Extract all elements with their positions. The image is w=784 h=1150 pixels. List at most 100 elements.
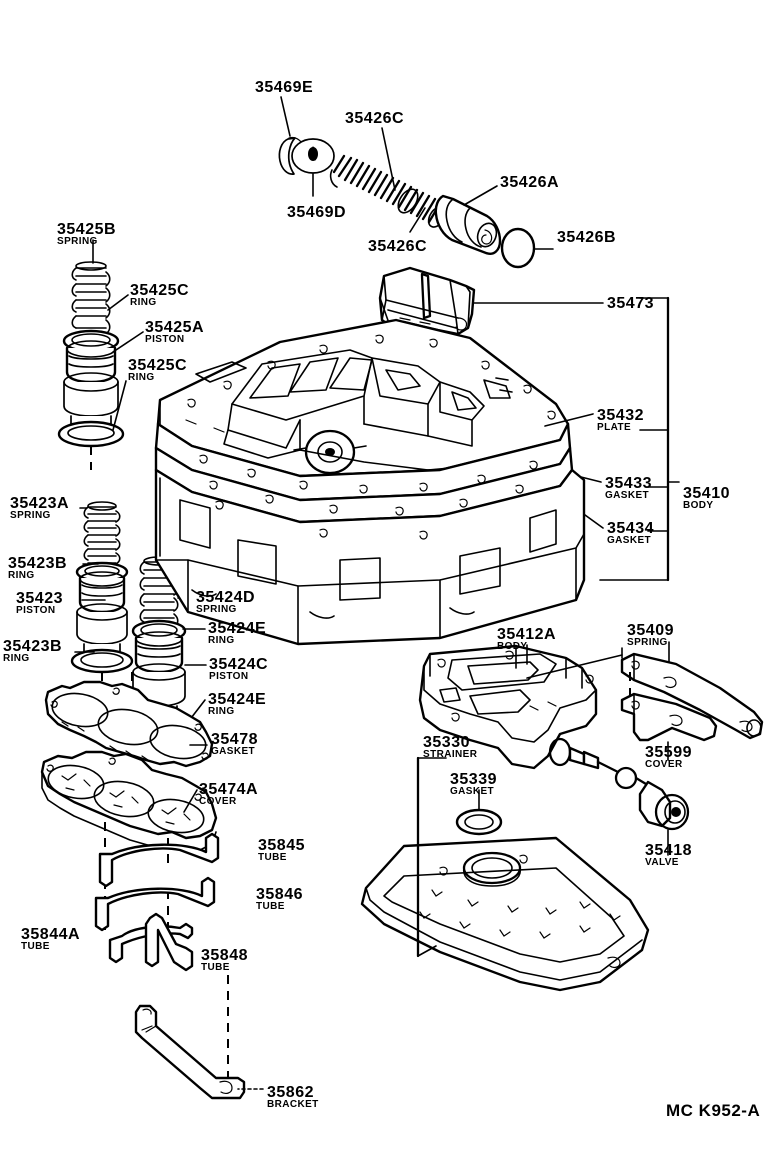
bracket-35330-bottom xyxy=(417,945,437,957)
label-35424C-sub: PISTON xyxy=(209,671,249,682)
label-35424E-upper: 35424E RING xyxy=(208,621,266,646)
label-35423-sub: PISTON xyxy=(16,605,56,616)
label-35424E-lower: 35424E RING xyxy=(208,692,266,717)
label-35848: 35848 TUBE xyxy=(201,948,248,973)
label-35424E-lower-number: 35424E xyxy=(208,691,267,708)
label-35424C-number: 35424C xyxy=(209,656,269,673)
label-35426C-bottom-number: 35426C xyxy=(368,238,428,255)
part-35425C-ring-lower xyxy=(57,420,125,448)
leader-35426A xyxy=(463,185,498,206)
label-35846-number: 35846 xyxy=(256,886,303,903)
part-35425B-spring xyxy=(71,261,111,337)
label-35425A-number: 35425A xyxy=(145,319,205,336)
label-35426C-top-number: 35426C xyxy=(345,110,405,127)
label-35339: 35339 GASKET xyxy=(450,772,497,797)
label-35478-number: 35478 xyxy=(211,731,258,748)
part-35425A-piston xyxy=(63,340,119,432)
label-35473-number: 35473 xyxy=(607,295,654,312)
part-35426A-valve xyxy=(434,194,502,255)
label-35434: 35434 GASKET xyxy=(607,521,654,546)
label-35862-sub: BRACKET xyxy=(267,1099,319,1110)
leader-35432 xyxy=(544,413,594,427)
label-35426C-bottom: 35426C xyxy=(368,239,427,255)
label-35473: 35473 xyxy=(607,296,654,312)
leader-35474A xyxy=(183,789,198,813)
label-35423B-lower-sub: RING xyxy=(3,653,30,664)
label-35424C: 35424C PISTON xyxy=(209,657,268,682)
label-35409: 35409 SPRING xyxy=(627,623,674,648)
label-35845-number: 35845 xyxy=(258,837,305,854)
part-35423-piston xyxy=(76,571,128,660)
label-35469E: 35469E xyxy=(255,80,313,96)
label-35423B-lower: 35423B RING xyxy=(3,639,62,664)
part-35409-spring xyxy=(620,652,764,740)
label-35844A-number: 35844A xyxy=(21,926,81,943)
part-35845-tube xyxy=(98,832,220,888)
label-35426A-number: 35426A xyxy=(500,174,560,191)
label-35848-sub: TUBE xyxy=(201,962,230,973)
label-35425A-sub: PISTON xyxy=(145,334,185,345)
label-35434-sub: GASKET xyxy=(607,535,652,546)
label-35469E-number: 35469E xyxy=(255,79,314,96)
label-35410: 35410 BODY xyxy=(683,486,730,511)
part-35473-bracket xyxy=(378,266,476,336)
label-35424D-number: 35424D xyxy=(196,589,256,606)
label-35845: 35845 TUBE xyxy=(258,838,305,863)
label-35424E-upper-sub: RING xyxy=(208,635,235,646)
label-35412A-sub: BODY xyxy=(497,641,528,652)
part-35599-cover xyxy=(620,692,718,742)
leader-35469E xyxy=(280,96,291,137)
diagram-watermark: MC K952-A xyxy=(666,1101,761,1120)
label-35424D: 35424D SPRING xyxy=(196,590,255,615)
part-35862-bracket xyxy=(134,1004,246,1100)
leader-35426C-bot xyxy=(409,207,426,233)
label-35426B: 35426B xyxy=(557,230,616,246)
label-35423B-upper: 35423B RING xyxy=(8,556,67,581)
label-35339-number: 35339 xyxy=(450,771,497,788)
label-35339-sub: GASKET xyxy=(450,786,495,797)
label-35410-number: 35410 xyxy=(683,485,730,502)
label-35410-sub: BODY xyxy=(683,500,714,511)
label-35425B-number: 35425B xyxy=(57,221,117,238)
label-35862-number: 35862 xyxy=(267,1084,314,1101)
part-35339-gasket xyxy=(455,808,503,836)
leader-35425A xyxy=(112,331,144,353)
part-35412A-body xyxy=(418,644,690,831)
label-35846-sub: TUBE xyxy=(256,901,285,912)
label-35418: 35418 VALVE xyxy=(645,843,692,868)
label-35423A-sub: SPRING xyxy=(10,510,51,521)
label-35424E-upper-number: 35424E xyxy=(208,620,267,637)
label-35434-number: 35434 xyxy=(607,520,654,537)
label-35425B-sub: SPRING xyxy=(57,236,98,247)
part-35410-body xyxy=(154,468,586,646)
label-35423A: 35423A SPRING xyxy=(10,496,69,521)
label-35474A-sub: COVER xyxy=(199,796,237,807)
label-35425C-upper-number: 35425C xyxy=(130,282,190,299)
part-35423A-spring xyxy=(83,501,121,565)
label-35478: 35478 GASKET xyxy=(211,732,258,757)
label-35432-number: 35432 xyxy=(597,407,644,424)
label-35846: 35846 TUBE xyxy=(256,887,303,912)
part-35474A-cover xyxy=(40,750,218,853)
label-35433-number: 35433 xyxy=(605,475,652,492)
label-35474A-number: 35474A xyxy=(199,781,259,798)
label-35330-number: 35330 xyxy=(423,734,470,751)
part-35469D-washer xyxy=(291,138,335,174)
label-35424E-lower-sub: RING xyxy=(208,706,235,717)
label-35425C-lower-sub: RING xyxy=(128,372,155,383)
leader-35412A-2 xyxy=(526,654,623,679)
label-35848-number: 35848 xyxy=(201,947,248,964)
label-35844A-sub: TUBE xyxy=(21,941,50,952)
label-35425C-lower-number: 35425C xyxy=(128,357,188,374)
label-35409-number: 35409 xyxy=(627,622,674,639)
part-35478-gasket xyxy=(44,680,214,768)
label-35433: 35433 GASKET xyxy=(605,476,652,501)
label-35474A: 35474A COVER xyxy=(199,782,258,807)
label-35425C-upper: 35425C RING xyxy=(130,283,189,308)
label-35599: 35599 COVER xyxy=(645,745,692,770)
label-35330: 35330 STRAINER xyxy=(423,735,477,760)
label-35426A: 35426A xyxy=(500,175,559,191)
label-35424D-sub: SPRING xyxy=(196,604,237,615)
